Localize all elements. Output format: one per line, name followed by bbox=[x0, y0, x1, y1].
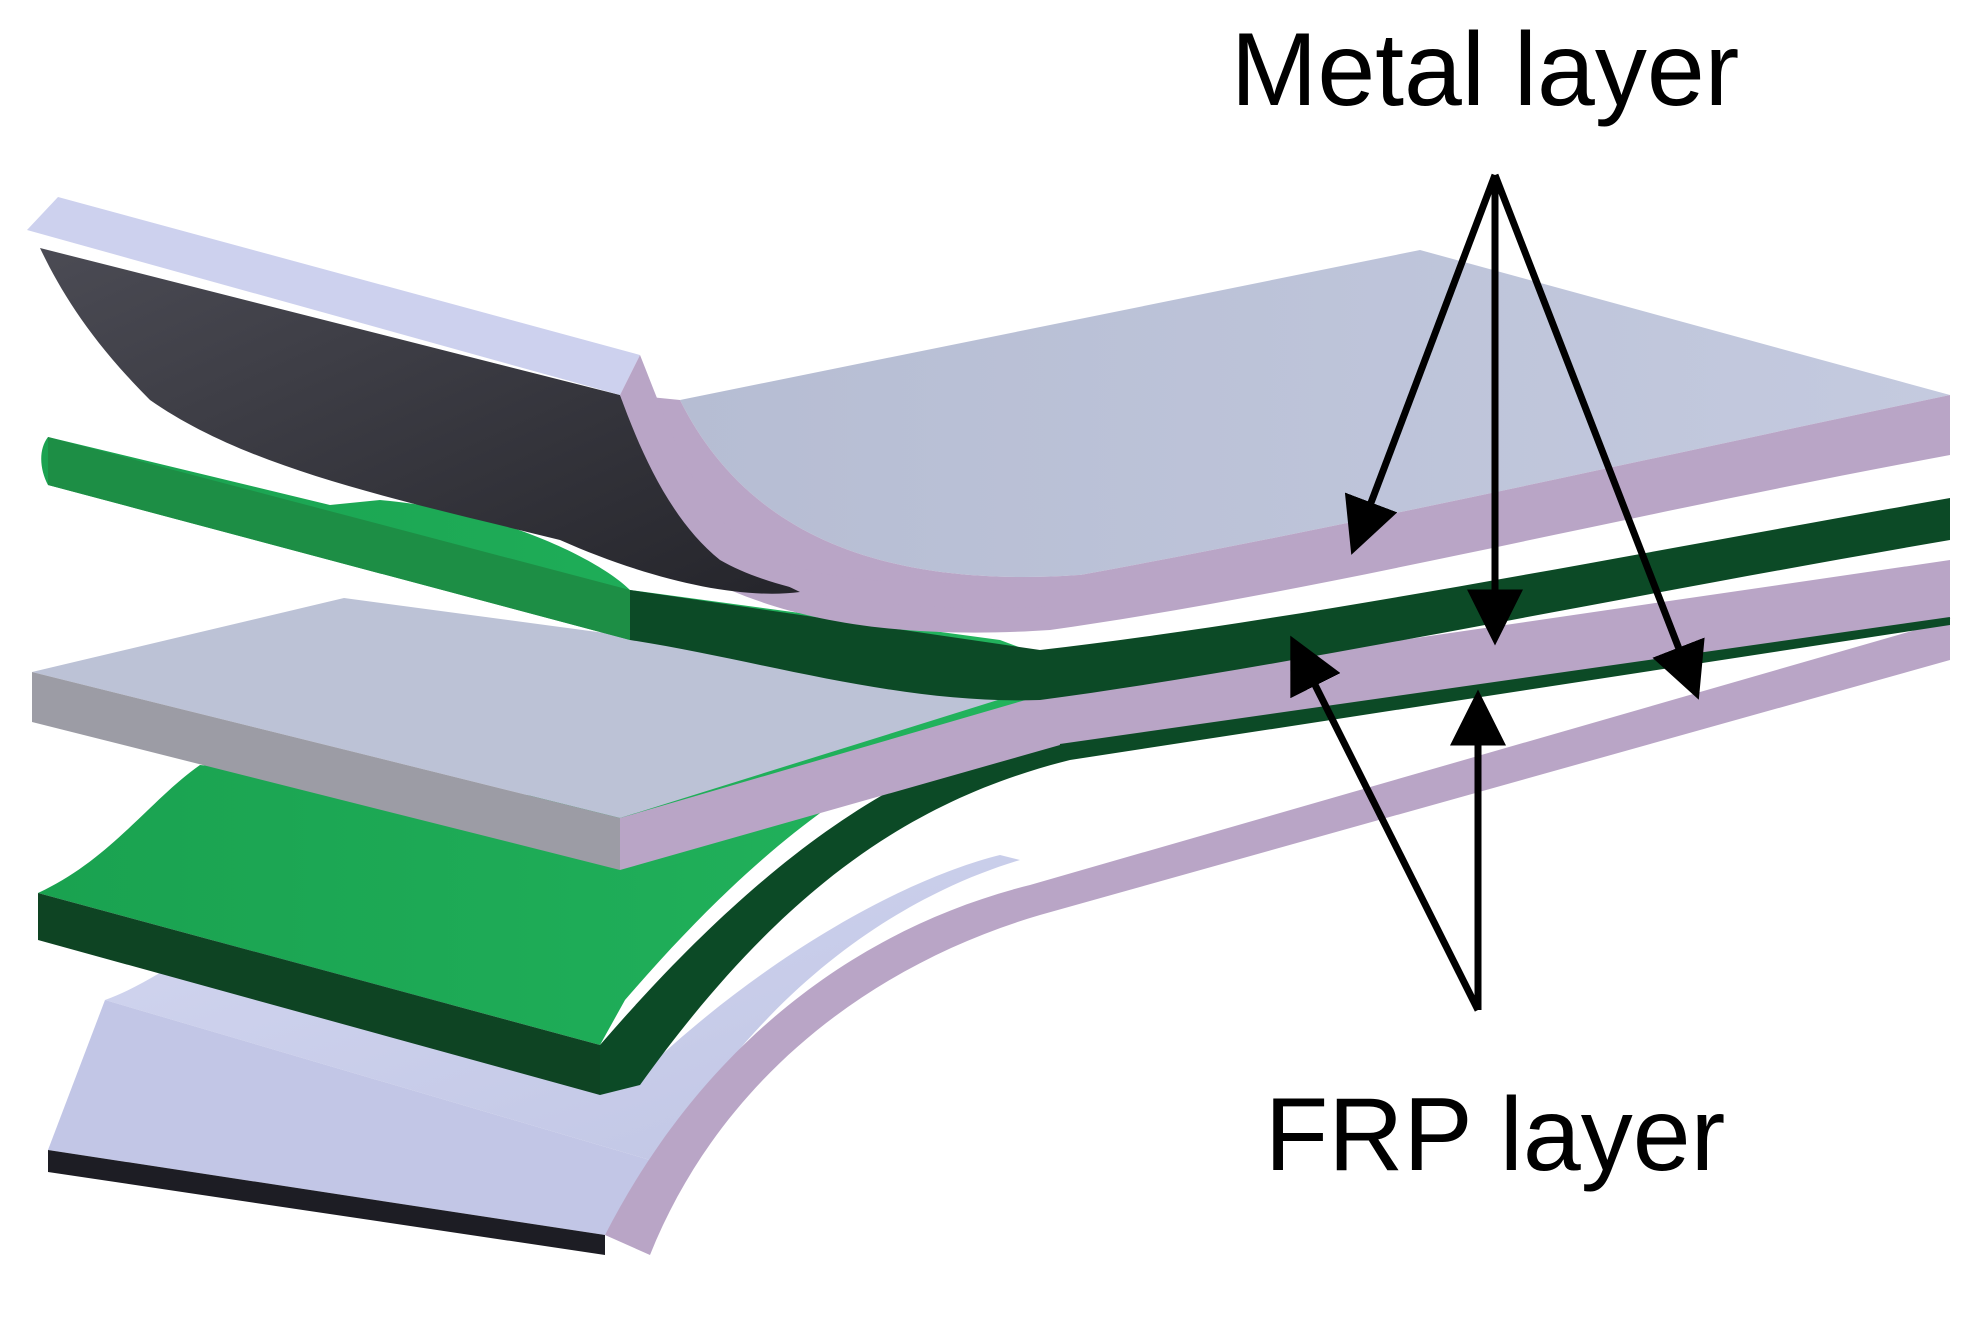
frp-layer-label: FRP layer bbox=[1265, 1077, 1725, 1193]
metal-layer-arrows bbox=[1344, 173, 1705, 700]
upper-frp-sheet bbox=[41, 437, 1950, 701]
top-metal-sheet bbox=[27, 197, 1950, 633]
middle-metal-sheet bbox=[32, 560, 1950, 870]
metal-layer-label: Metal layer bbox=[1231, 12, 1740, 128]
frp-layer-arrows bbox=[1290, 635, 1506, 1012]
stack-edge-lines bbox=[1059, 617, 1951, 746]
